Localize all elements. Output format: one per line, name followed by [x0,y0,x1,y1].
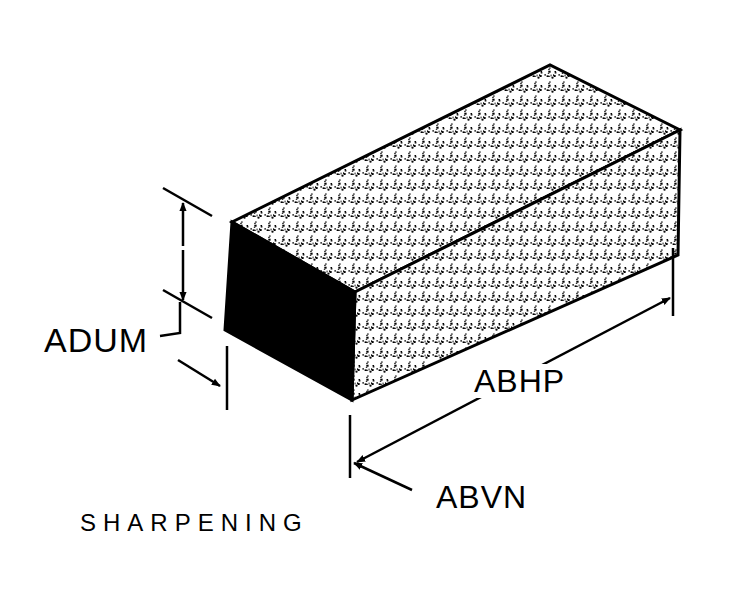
stone-side-face [352,130,680,400]
height-dimension [160,188,227,410]
caption-label: SHARPENING [78,510,311,536]
width-dimension [350,415,412,490]
dimension-label: ADUM [42,322,150,358]
length-dimension [357,248,673,462]
dimension-label: ABHP [472,364,567,398]
stone-end-face [225,222,355,400]
dimension-label: ABVN [434,480,529,514]
